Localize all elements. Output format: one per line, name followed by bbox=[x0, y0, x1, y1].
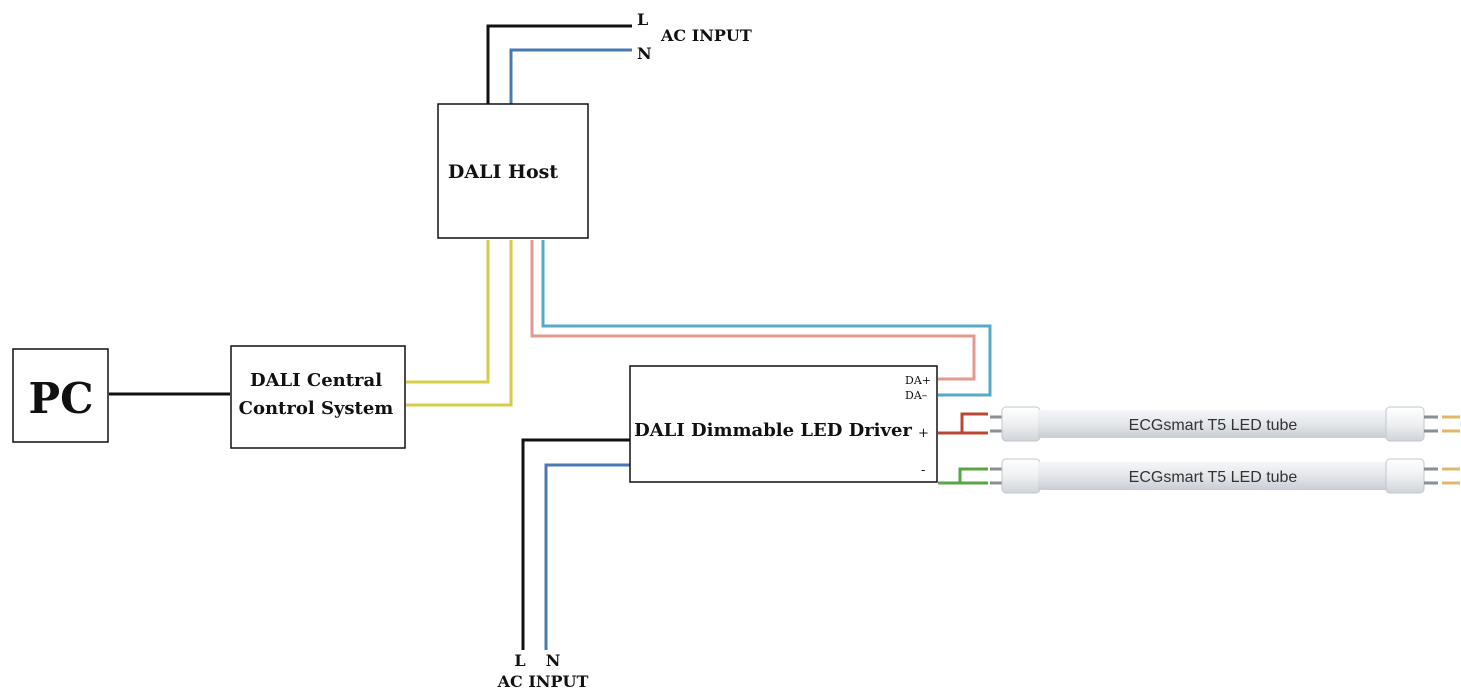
central-control-line1: DALI Central bbox=[250, 370, 382, 391]
pc-label: PC bbox=[28, 374, 93, 423]
da-minus-wire bbox=[541, 240, 992, 397]
led-tube-2 bbox=[990, 458, 1460, 494]
driver-da-minus-label: DA– bbox=[905, 389, 928, 402]
dali-host-label: DALI Host bbox=[448, 161, 558, 183]
top-ac-neutral-label: N bbox=[637, 44, 652, 63]
led-tube-2-label: ECGsmart T5 LED tube bbox=[1129, 469, 1298, 486]
bottom-ac-neutral-label: N bbox=[546, 651, 561, 670]
pc-box bbox=[12, 348, 109, 443]
central-control-box bbox=[230, 345, 406, 449]
bottom-ac-input-label: AC INPUT bbox=[497, 672, 589, 690]
central-control-line2: Control System bbox=[239, 398, 394, 419]
led-driver-box bbox=[629, 365, 938, 483]
out-plus-wire bbox=[938, 412, 988, 435]
driver-da-plus-label: DA+ bbox=[905, 374, 931, 387]
led-tube-1 bbox=[990, 406, 1460, 442]
driver-out-plus-label: + bbox=[918, 426, 929, 441]
top-ac-input-label: AC INPUT bbox=[660, 26, 752, 45]
dali-bus-wire-2 bbox=[406, 240, 513, 407]
top-ac-neutral-wire bbox=[509, 48, 632, 104]
da-plus-wire bbox=[530, 240, 976, 381]
bottom-ac-neutral-wire bbox=[544, 463, 630, 650]
bottom-ac-live-wire bbox=[521, 438, 630, 650]
driver-out-minus-label: - bbox=[921, 463, 925, 478]
top-ac-live-label: L bbox=[637, 10, 648, 29]
dali-bus-wire-1 bbox=[406, 240, 490, 384]
led-tube-1-label: ECGsmart T5 LED tube bbox=[1129, 417, 1298, 434]
led-driver-label: DALI Dimmable LED Driver bbox=[634, 420, 912, 441]
out-minus-wire bbox=[938, 467, 988, 485]
top-ac-live-wire bbox=[486, 24, 632, 104]
dali-host-box bbox=[437, 103, 589, 239]
bottom-ac-live-label: L bbox=[514, 651, 525, 670]
